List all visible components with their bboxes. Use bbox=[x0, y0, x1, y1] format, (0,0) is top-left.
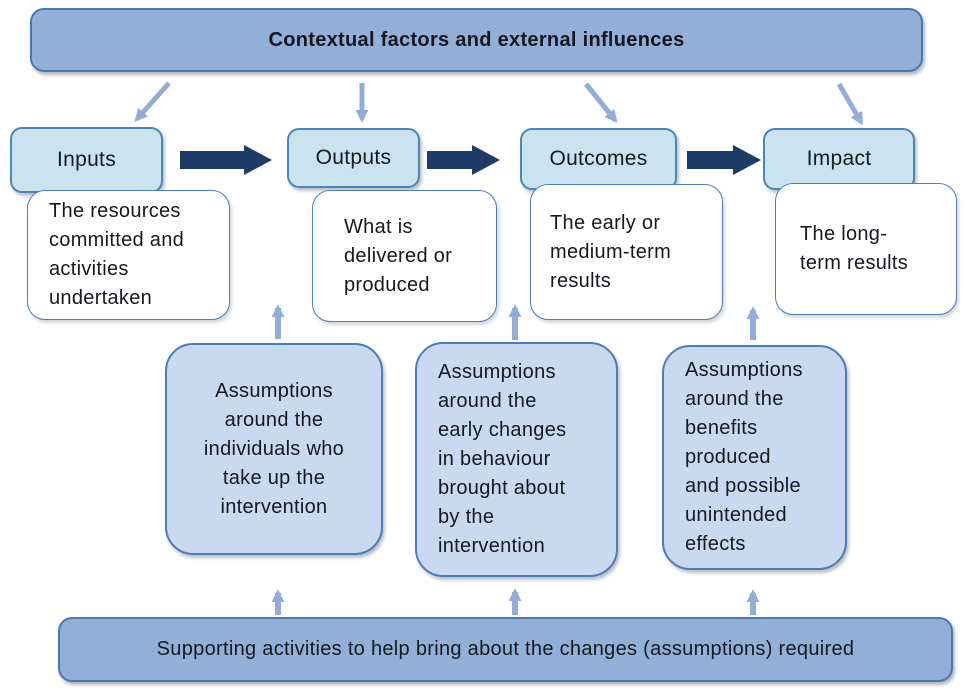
contextual-factors-banner: Contextual factors and external influenc… bbox=[30, 8, 923, 72]
right-arrow-icon-outputs-outcomes bbox=[427, 145, 500, 175]
right-arrow-icon-inputs-outputs bbox=[180, 145, 272, 175]
supporting-activities-banner: Supporting activities to help bring abou… bbox=[58, 617, 953, 682]
description-box-outputs: What is delivered or produced bbox=[312, 190, 497, 322]
description-box-impact: The long- term results bbox=[775, 183, 957, 315]
down-arrow-icon-context-1 bbox=[134, 81, 171, 122]
assumptions-box-uptake: Assumptions around the individuals who t… bbox=[165, 343, 383, 555]
down-arrow-icon-context-4 bbox=[836, 82, 864, 126]
stage-box-impact: Impact bbox=[763, 128, 915, 190]
assumptions-box-benefits: Assumptions around the benefits produced… bbox=[662, 345, 847, 570]
stage-box-outputs: Outputs bbox=[287, 128, 420, 188]
description-box-outcomes: The early or medium-term results bbox=[530, 184, 723, 320]
right-arrow-icon-outcomes-impact bbox=[687, 145, 761, 175]
assumptions-box-behaviour-change: Assumptions around the early changes in … bbox=[415, 342, 618, 577]
stage-box-inputs: Inputs bbox=[10, 127, 163, 193]
down-arrow-icon-context-3 bbox=[584, 82, 618, 124]
stage-box-outcomes: Outcomes bbox=[520, 128, 677, 190]
description-box-inputs: The resources committed and activities u… bbox=[27, 190, 230, 320]
